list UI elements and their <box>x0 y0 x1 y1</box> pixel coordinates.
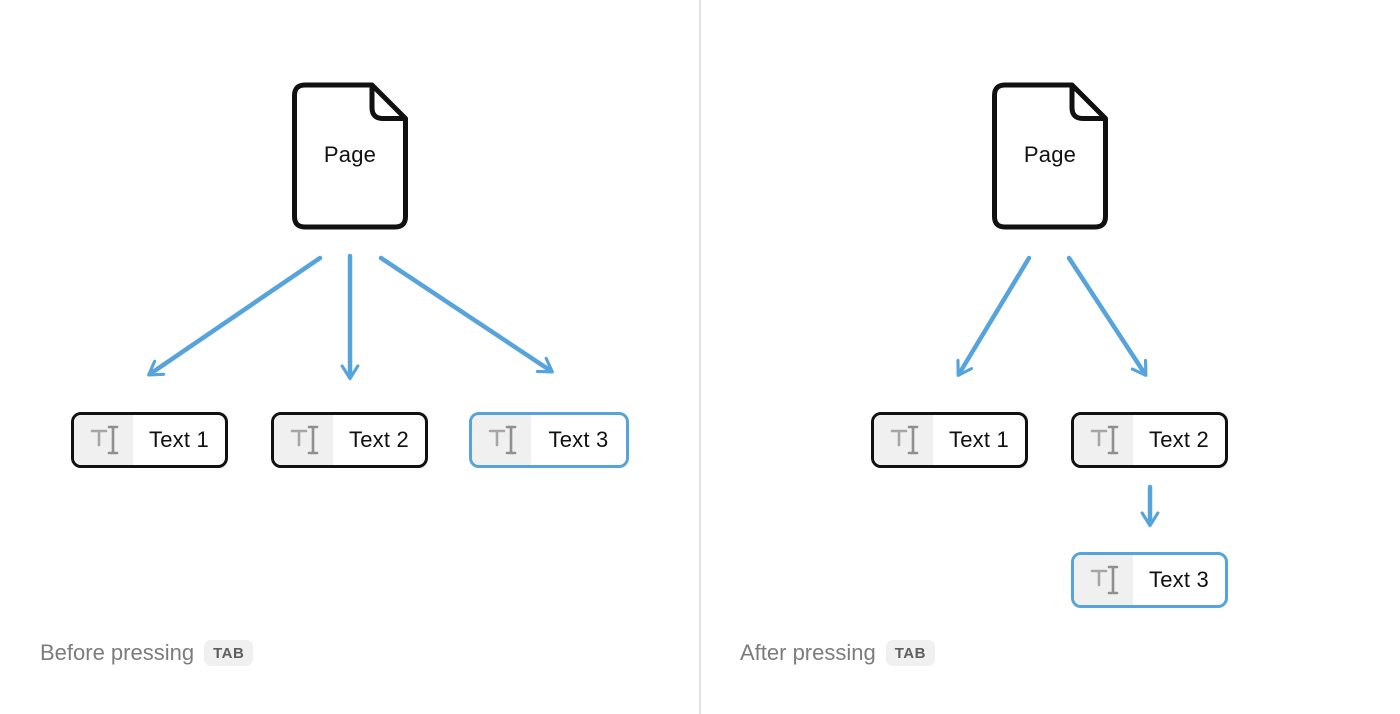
text-block-3-before-selected: Text 3 <box>469 412 629 468</box>
arrow-page-to-text1-before <box>147 255 323 377</box>
text-block-3-after-selected: Text 3 <box>1071 552 1228 608</box>
arrow-page-to-text1-after <box>956 255 1032 377</box>
caption-text: After pressing <box>740 640 876 665</box>
tab-key-badge: TAB <box>885 640 935 666</box>
text-cursor-icon <box>1074 415 1133 465</box>
tab-key-badge: TAB <box>204 640 254 666</box>
text-block-label: Text 2 <box>349 427 409 452</box>
text-block-2-after: Text 2 <box>1071 412 1228 468</box>
page-label: Page <box>323 142 377 167</box>
text-cursor-icon <box>472 415 531 465</box>
page-document-node: Page <box>991 82 1109 230</box>
page-label: Page <box>1023 142 1077 167</box>
page-document-node: Page <box>291 82 409 230</box>
text-block-1-after: Text 1 <box>871 412 1028 468</box>
after-caption: After pressing TAB <box>740 640 935 666</box>
document-icon <box>292 82 408 230</box>
panel-divider <box>699 0 701 714</box>
before-caption: Before pressing TAB <box>40 640 254 666</box>
text-block-1-before: Text 1 <box>71 412 228 468</box>
text-block-label: Text 3 <box>548 427 609 452</box>
text-block-2-before: Text 2 <box>271 412 428 468</box>
caption-text: Before pressing <box>40 640 195 665</box>
text-cursor-icon <box>874 415 933 465</box>
text-cursor-icon <box>1074 555 1133 605</box>
arrow-page-to-text3-before <box>378 255 554 374</box>
arrow-page-to-text2-after <box>1066 255 1148 377</box>
text-cursor-icon <box>74 415 133 465</box>
text-cursor-icon <box>274 415 333 465</box>
text-block-label: Text 2 <box>1149 427 1209 452</box>
text-block-label: Text 3 <box>1149 567 1209 592</box>
text-block-label: Text 1 <box>949 427 1009 452</box>
document-icon <box>992 82 1108 230</box>
text-block-label: Text 1 <box>149 427 209 452</box>
